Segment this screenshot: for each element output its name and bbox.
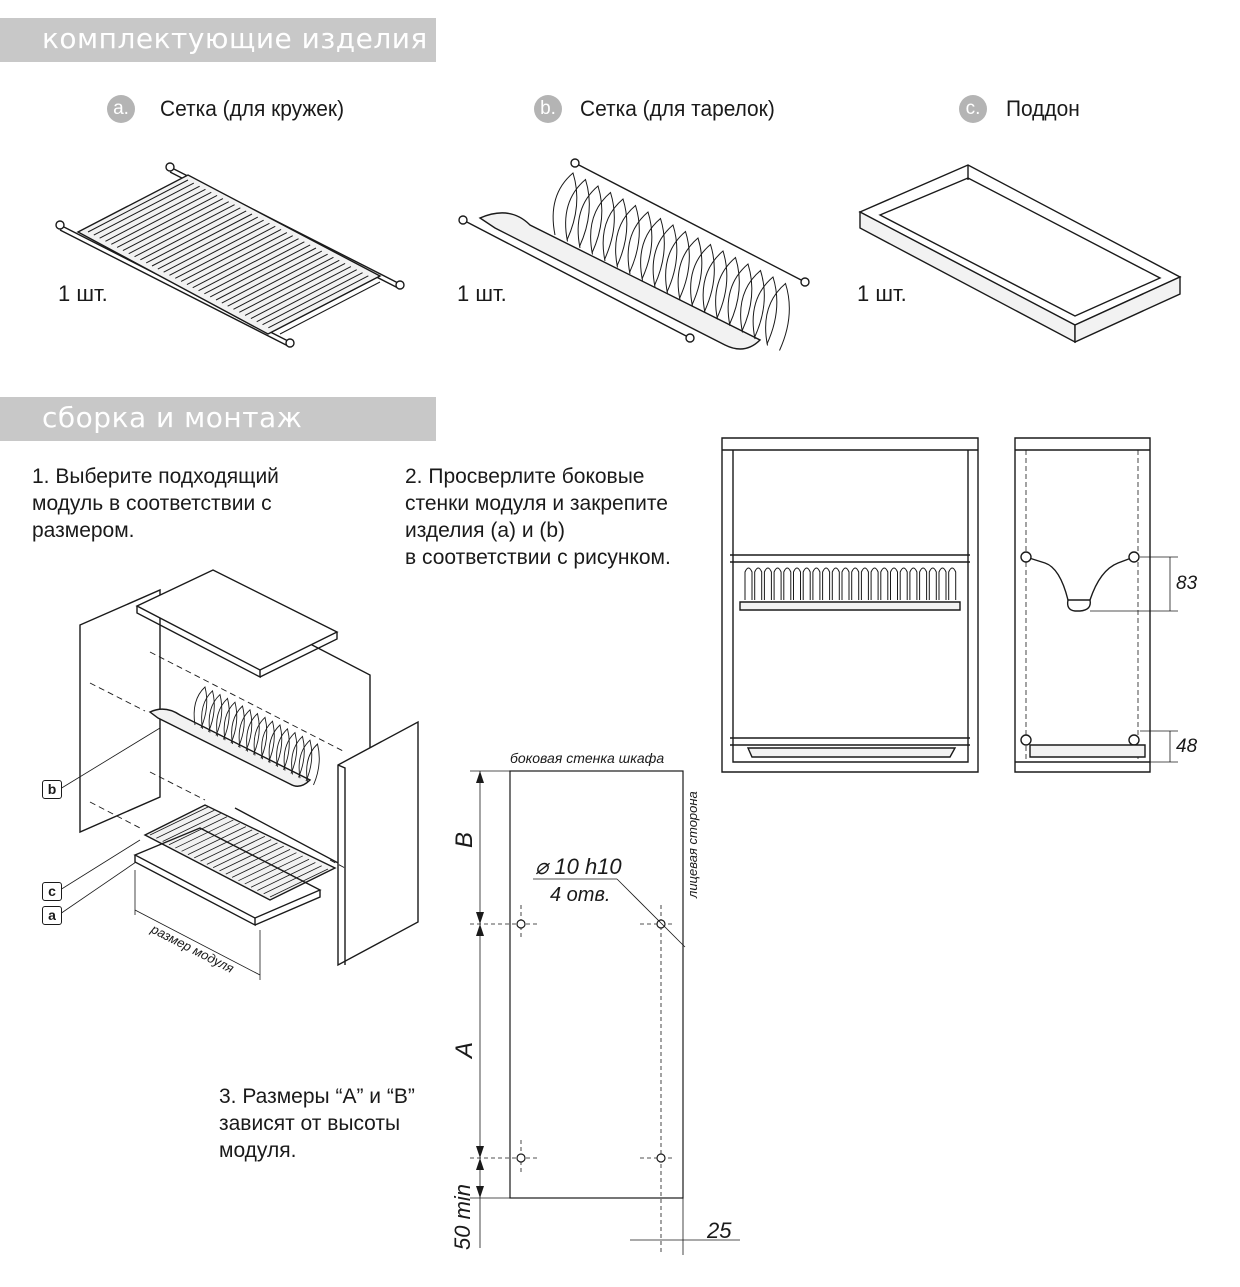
component-c-qty: 1 шт. <box>857 281 907 306</box>
hole-spec-line2: 4 отв. <box>550 884 610 906</box>
components-banner: комплектующие изделия <box>0 18 436 62</box>
component-a-name: Сетка (для кружек) <box>160 96 345 121</box>
component-b-qty: 1 шт. <box>457 281 507 306</box>
component-drawings <box>55 158 1182 351</box>
dim-25: 25 <box>706 1218 732 1243</box>
dim-b: B <box>451 832 478 848</box>
plate-rack-drawing <box>458 158 810 351</box>
dim-50-min: 50 min <box>450 1184 475 1250</box>
assembly-title: сборка и монтаж <box>42 401 303 434</box>
callout-b: b <box>42 780 62 799</box>
dim-a: A <box>451 1042 478 1060</box>
step-1-text: 1. Выберите подходящий модуль в соответс… <box>32 465 279 542</box>
assembly-banner: сборка и монтаж <box>0 397 436 441</box>
hole-spec-line1: ⌀ 10 h10 <box>535 854 622 879</box>
callout-a: a <box>42 906 62 925</box>
badge-b: b. <box>534 95 562 123</box>
cup-rack-drawing <box>55 162 405 348</box>
face-side-label: лицевая сторона <box>685 791 700 899</box>
step-2-text: 2. Просверлите боковые стенки модуля и з… <box>405 465 671 569</box>
component-c-name: Поддон <box>1006 96 1080 121</box>
side-wall-label: боковая стенка шкафа <box>510 750 664 766</box>
badge-a: a. <box>107 95 135 123</box>
step-3-text: 3. Размеры “A” и “B” зависят от высоты м… <box>219 1085 415 1162</box>
components-title: комплектующие изделия <box>42 22 428 55</box>
callout-c: c <box>42 882 62 901</box>
dim-48: 48 <box>1176 736 1198 757</box>
dim-83: 83 <box>1176 573 1198 594</box>
tray-drawing <box>858 164 1182 344</box>
badge-c: c. <box>959 95 987 123</box>
component-a-qty: 1 шт. <box>58 281 108 306</box>
component-b-name: Сетка (для тарелок) <box>580 96 775 121</box>
